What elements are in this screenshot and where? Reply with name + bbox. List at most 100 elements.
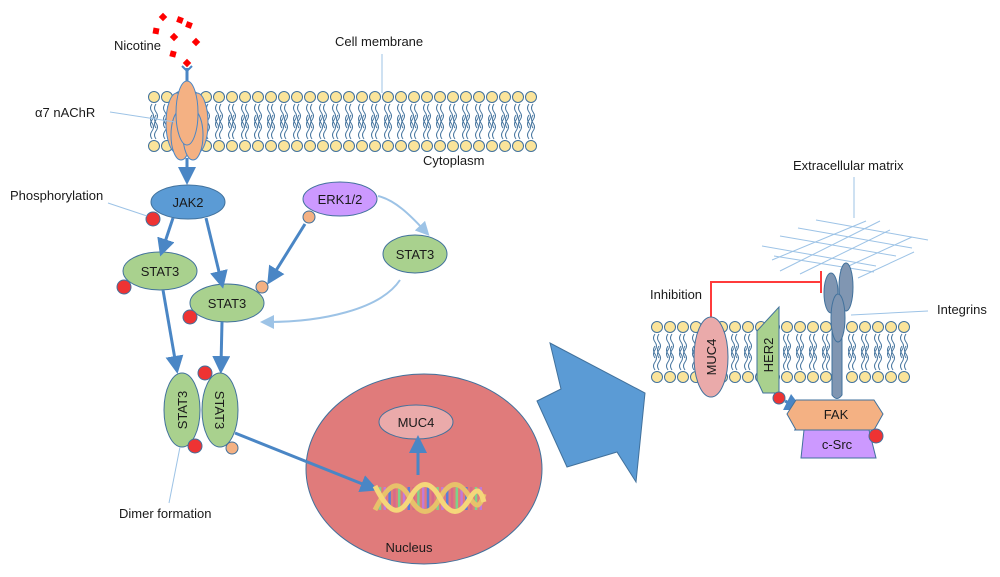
lipid-tail (796, 333, 804, 371)
lipid-head (807, 371, 819, 383)
her2-label: HER2 (761, 338, 776, 373)
lipid-tail (423, 103, 431, 140)
integrins-pointer (850, 310, 929, 316)
lipid-head (226, 91, 238, 103)
lipid-head (473, 91, 485, 103)
dna-helix-icon (372, 482, 487, 514)
fak-node (786, 399, 884, 431)
phospho-stat3-center (182, 309, 198, 325)
lipid-head (395, 91, 407, 103)
cell-membrane-label: Cell membrane (335, 34, 423, 49)
lipid-tail (848, 333, 856, 371)
lipid-head (651, 371, 663, 383)
lipid-head (382, 140, 394, 152)
lipid-head (651, 321, 663, 333)
her2-node (756, 305, 780, 394)
lipid-tail (397, 103, 405, 140)
lipid-tail (731, 333, 739, 371)
lipid-head (872, 371, 884, 383)
lipid-tail (267, 103, 275, 140)
lipid-head (304, 91, 316, 103)
lipid-head (148, 140, 160, 152)
a7-nachr-receptor (165, 65, 209, 161)
lipid-tail (449, 103, 457, 140)
lipid-head (664, 321, 676, 333)
lipid-head (304, 140, 316, 152)
lipid-head (525, 91, 537, 103)
lipid-head (148, 91, 160, 103)
lipid-head (213, 91, 225, 103)
lipid-head (781, 371, 793, 383)
lipid-head (512, 140, 524, 152)
lipid-tail (475, 103, 483, 140)
lipid-tail (332, 103, 340, 140)
lipid-head (395, 140, 407, 152)
dimer-a-label: STAT3 (175, 391, 190, 430)
nicotine-label: Nicotine (114, 38, 161, 53)
lipid-head (820, 371, 832, 383)
lipid-tail (371, 103, 379, 140)
dimer-b-label: STAT3 (212, 391, 227, 430)
lipid-tail (744, 333, 752, 371)
lipid-head (408, 140, 420, 152)
lipid-head (872, 321, 884, 333)
nucleus-label: Nucleus (386, 540, 433, 555)
lipid-tail (436, 103, 444, 140)
arrow-erk-to-stat3-center (267, 223, 307, 285)
lipid-head (781, 321, 793, 333)
arrow-stat3-left-to-dimer (161, 289, 184, 374)
lipid-tail (514, 103, 522, 140)
dimer-formation-label: Dimer formation (119, 506, 211, 521)
lipid-head (499, 140, 511, 152)
lipid-head (408, 91, 420, 103)
lipid-head (820, 321, 832, 333)
lipid-tail (410, 103, 418, 140)
lipid-tail (666, 333, 674, 371)
receptor-pointer (109, 111, 176, 123)
lipid-head (317, 91, 329, 103)
integrins-label: Integrins (937, 302, 987, 317)
lipid-head (846, 371, 858, 383)
inhibition-line (710, 281, 821, 318)
lipid-head (859, 321, 871, 333)
lipid-head (742, 321, 754, 333)
lipid-tail (653, 333, 661, 371)
arrow-jak2-to-stat3-center (204, 217, 228, 289)
lipid-tail (293, 103, 301, 140)
lipid-tail (228, 103, 236, 140)
lipid-head (239, 91, 251, 103)
extracellular-matrix-mesh-icon (761, 219, 929, 279)
lipid-head (382, 91, 394, 103)
receptor-label: α7 nAChR (35, 105, 95, 120)
lipid-tail (874, 333, 882, 371)
lipid-head (369, 91, 381, 103)
arrow-stat3-feedback (260, 279, 401, 329)
lipid-head (525, 140, 537, 152)
lipid-tail (501, 103, 509, 140)
lipid-head (226, 140, 238, 152)
csrc-node (800, 429, 877, 459)
lipid-tail (488, 103, 496, 140)
lipid-head (846, 321, 858, 333)
erk-label: ERK1/2 (318, 192, 363, 207)
lipid-head (486, 140, 498, 152)
lipid-head (486, 91, 498, 103)
lipid-head (473, 140, 485, 152)
lipid-head (291, 91, 303, 103)
lipid-head (807, 321, 819, 333)
phospho-dimer-bottom (187, 438, 203, 454)
lipid-head (447, 91, 459, 103)
lipid-head (434, 91, 446, 103)
phospho-her2 (772, 391, 786, 405)
csrc-label: c-Src (822, 437, 853, 452)
lipid-head (512, 91, 524, 103)
lipid-tail (887, 333, 895, 371)
lipid-head (252, 140, 264, 152)
lipid-tail (783, 333, 791, 371)
stat3-dimer (163, 372, 239, 448)
lipid-head (213, 140, 225, 152)
lipid-tail (861, 333, 869, 371)
lipid-tail (254, 103, 262, 140)
lipid-head (729, 321, 741, 333)
